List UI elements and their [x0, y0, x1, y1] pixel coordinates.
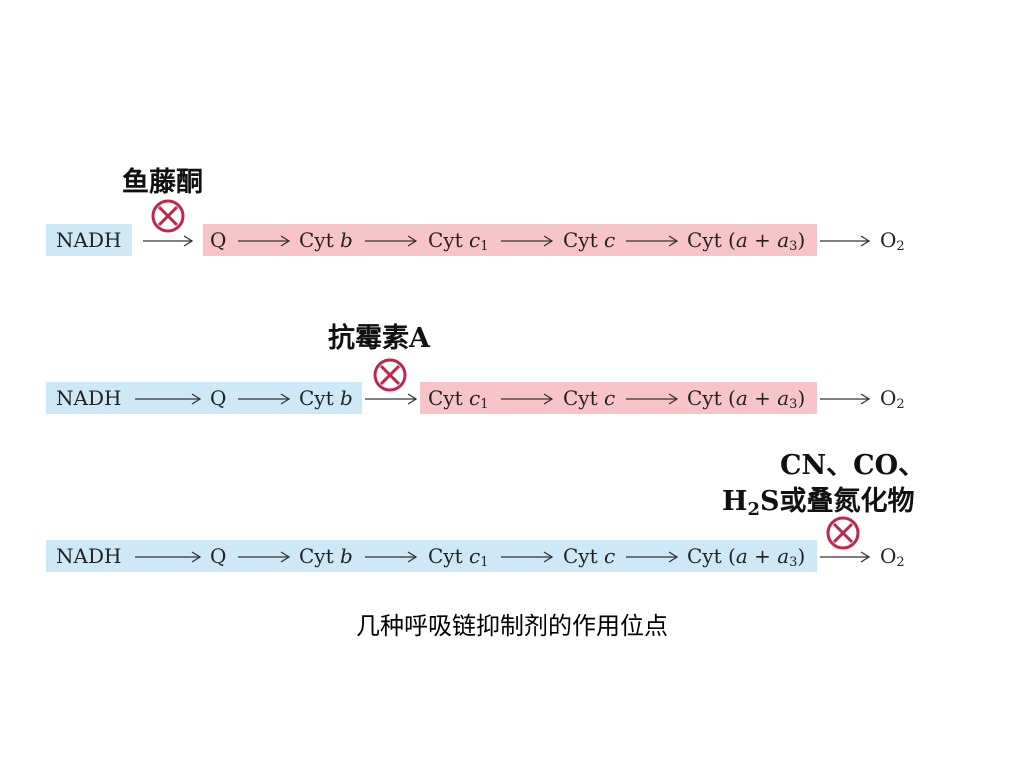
node-q: Q: [210, 386, 227, 410]
node-q: Q: [210, 544, 227, 568]
node-q: Q: [210, 228, 227, 252]
arrow-icon: [135, 393, 202, 405]
arrow-icon: [626, 393, 679, 405]
inhibitor-label-rotenone: 鱼藤酮: [122, 167, 203, 198]
node-o2: O2: [880, 544, 905, 570]
node-nadh: NADH: [56, 386, 122, 410]
node-nadh: NADH: [56, 228, 122, 252]
arrow-icon: [365, 393, 418, 405]
node-cyt-aa3: Cyt (a + a3): [687, 228, 806, 254]
inhibitor-symbol-icon: [826, 516, 860, 550]
electron-band: [46, 382, 362, 414]
arrow-icon: [501, 393, 554, 405]
arrow-icon: [501, 551, 554, 563]
arrow-icon: [820, 551, 871, 563]
node-cyt-c: Cyt c: [563, 386, 616, 410]
node-cyt-b: Cyt b: [299, 386, 353, 410]
node-cyt-aa3: Cyt (a + a3): [687, 544, 806, 570]
arrow-icon: [820, 235, 871, 247]
node-nadh: NADH: [56, 544, 122, 568]
arrow-icon: [626, 235, 679, 247]
inhibitor-label-cyanide-line1: CN、CO、: [780, 450, 926, 481]
node-o2: O2: [880, 386, 905, 412]
arrow-icon: [820, 393, 871, 405]
node-cyt-c: Cyt c: [563, 228, 616, 252]
node-cyt-b: Cyt b: [299, 544, 353, 568]
arrow-icon: [501, 235, 554, 247]
node-cyt-c1: Cyt c1: [428, 228, 489, 254]
arrow-icon: [365, 551, 418, 563]
arrow-icon: [143, 235, 194, 247]
arrow-icon: [238, 551, 291, 563]
node-cyt-c1: Cyt c1: [428, 544, 489, 570]
chain-row-antimycin: NADH Q Cyt b Cyt c1 Cyt c Cyt (a + a3) O…: [0, 382, 1024, 416]
chain-row-cyanide: NADH Q Cyt b Cyt c1 Cyt c Cyt (a + a3) O…: [0, 540, 1024, 574]
blocked-band: [203, 224, 817, 256]
node-cyt-b: Cyt b: [299, 228, 353, 252]
electron-band: [46, 540, 817, 572]
blocked-band: [420, 382, 817, 414]
inhibitor-label-antimycin: 抗霉素A: [328, 323, 430, 354]
inhibitor-label-cyanide-line2: H2S或叠氮化物: [722, 486, 915, 520]
figure-caption: 几种呼吸链抑制剂的作用位点: [356, 612, 668, 640]
inhibitor-symbol-icon: [373, 358, 407, 392]
node-cyt-c1: Cyt c1: [428, 386, 489, 412]
arrow-icon: [238, 393, 291, 405]
arrow-icon: [626, 551, 679, 563]
arrow-icon: [365, 235, 418, 247]
electron-band: [46, 224, 132, 256]
inhibitor-symbol-icon: [151, 199, 185, 233]
chain-row-rotenone: NADH Q Cyt b Cyt c1 Cyt c Cyt (a + a3) O…: [0, 224, 1024, 258]
arrow-icon: [135, 551, 202, 563]
node-cyt-aa3: Cyt (a + a3): [687, 386, 806, 412]
node-o2: O2: [880, 228, 905, 254]
arrow-icon: [238, 235, 291, 247]
node-cyt-c: Cyt c: [563, 544, 616, 568]
